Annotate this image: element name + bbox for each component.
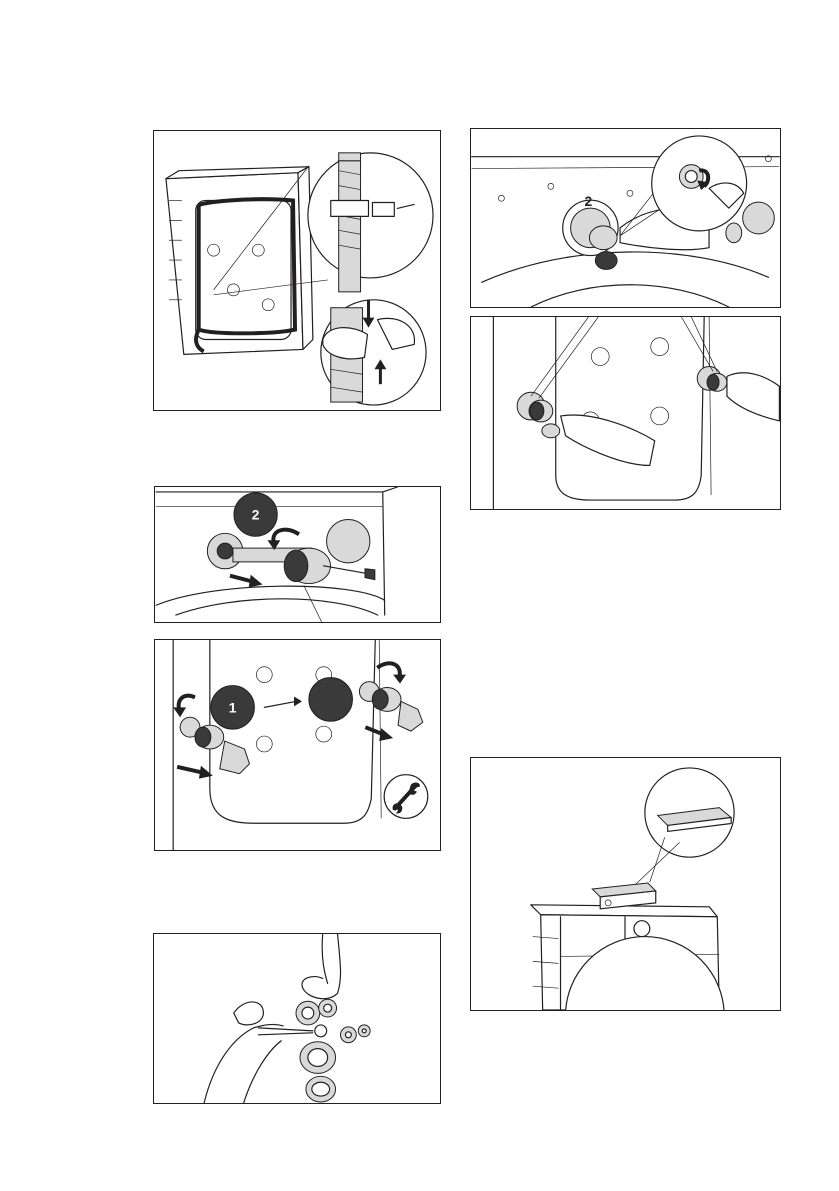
figure-rear-bolts-bottom <box>470 316 781 510</box>
transit-bolt-illustration: 2 <box>155 487 440 622</box>
hose-removal-illustration <box>154 131 440 410</box>
figure-insert-caps <box>153 933 441 1104</box>
figure-level-appliance <box>470 757 781 1011</box>
step-2-label: 2 <box>252 508 260 523</box>
rear-bolts-bottom-illustration <box>471 317 780 509</box>
figure-remove-transit-bolts: 2 <box>154 486 441 623</box>
step-1-label: 1 <box>229 699 237 715</box>
figure-remove-hoses <box>153 130 441 411</box>
figure-rear-bolts-top: 2 <box>470 128 781 308</box>
direction-arrow-icon <box>230 576 253 582</box>
level-illustration <box>471 758 780 1010</box>
detail-clip-circle <box>308 153 433 278</box>
rear-bolts-top-illustration: 2 <box>471 129 780 307</box>
transit-bolt-sequence-illustration: 1 <box>155 640 440 850</box>
svg-text:2: 2 <box>585 193 593 209</box>
figure-transit-bolt-sequence: 1 <box>154 639 441 851</box>
step-2b-marker <box>309 678 353 722</box>
caps-illustration <box>154 934 440 1103</box>
